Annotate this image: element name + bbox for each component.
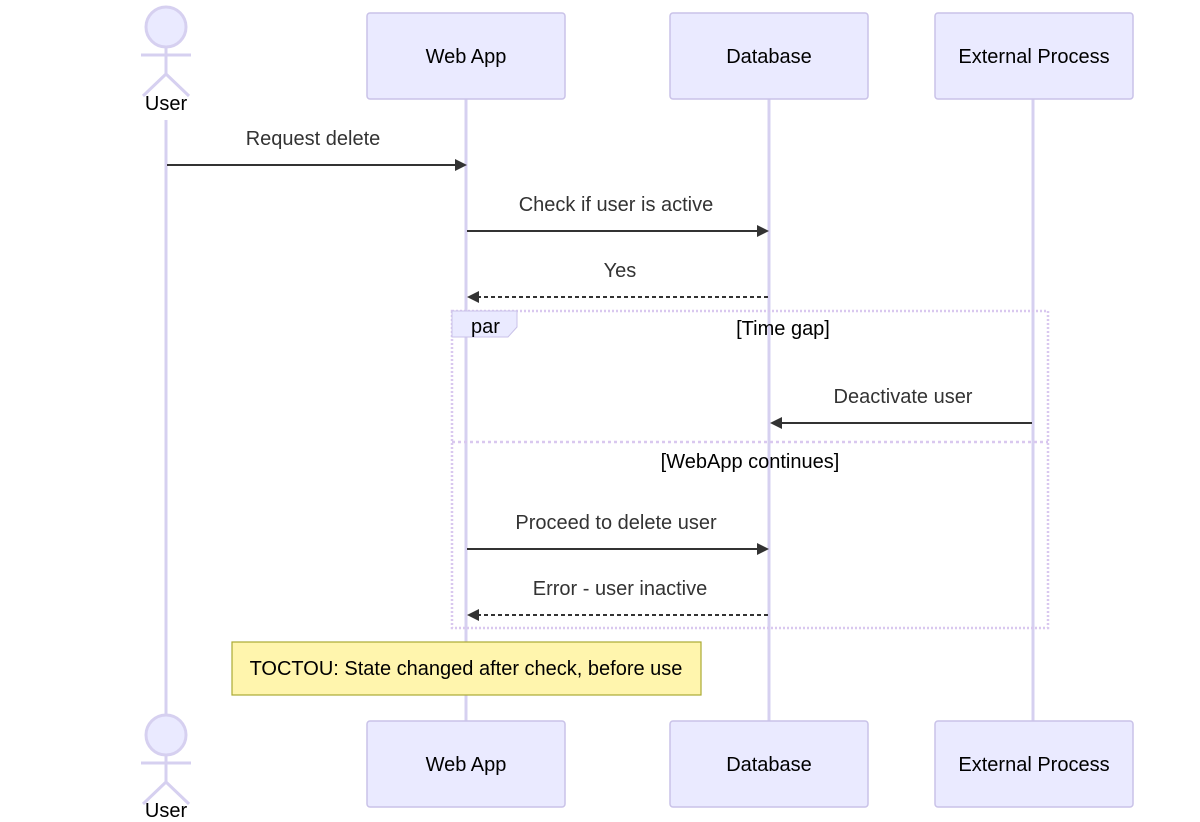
par-section-1-condition: [Time gap] (736, 318, 830, 340)
stick-figure-icon (141, 713, 191, 806)
message-request-delete: Request delete (167, 128, 467, 171)
message-label: Deactivate user (834, 386, 973, 408)
actor-user-top: User (141, 5, 191, 115)
actor-user-bottom: User (141, 713, 191, 822)
participant-label-external-process: External Process (958, 46, 1109, 68)
stick-figure-icon (141, 5, 191, 98)
participant-database-bottom: Database (669, 720, 869, 808)
participant-label-webapp: Web App (426, 754, 507, 776)
message-proceed-to-delete-user: Proceed to delete user (467, 512, 769, 555)
actor-label-user: User (145, 800, 188, 822)
message-error-user-inactive: Error - user inactive (467, 578, 768, 621)
message-label: Request delete (246, 128, 381, 150)
message-yes: Yes (467, 260, 768, 303)
participant-label-database: Database (726, 46, 812, 68)
message-label: Check if user is active (519, 194, 714, 216)
participant-webapp-top: Web App (366, 12, 566, 100)
participant-database-top: Database (669, 12, 869, 100)
message-deactivate-user: Deactivate user (770, 386, 1032, 429)
message-label: Error - user inactive (533, 578, 708, 600)
par-section-2-condition: [WebApp continues] (661, 451, 840, 473)
participant-external-process-top: External Process (934, 12, 1134, 100)
participant-label-external-process: External Process (958, 754, 1109, 776)
actor-label-user: User (145, 93, 188, 115)
par-label: par (471, 316, 500, 338)
participant-label-webapp: Web App (426, 46, 507, 68)
note-toctou: TOCTOU: State changed after check, befor… (231, 641, 702, 696)
par-block: par [Time gap] [WebApp continues] (450, 309, 1050, 630)
note-text: TOCTOU: State changed after check, befor… (250, 658, 683, 680)
par-label-tab (451, 310, 518, 338)
participant-external-process-bottom: External Process (934, 720, 1134, 808)
message-label: Yes (604, 260, 637, 282)
message-label: Proceed to delete user (515, 512, 717, 534)
message-check-if-user-is-active: Check if user is active (467, 194, 769, 237)
participant-label-database: Database (726, 754, 812, 776)
participant-webapp-bottom: Web App (366, 720, 566, 808)
